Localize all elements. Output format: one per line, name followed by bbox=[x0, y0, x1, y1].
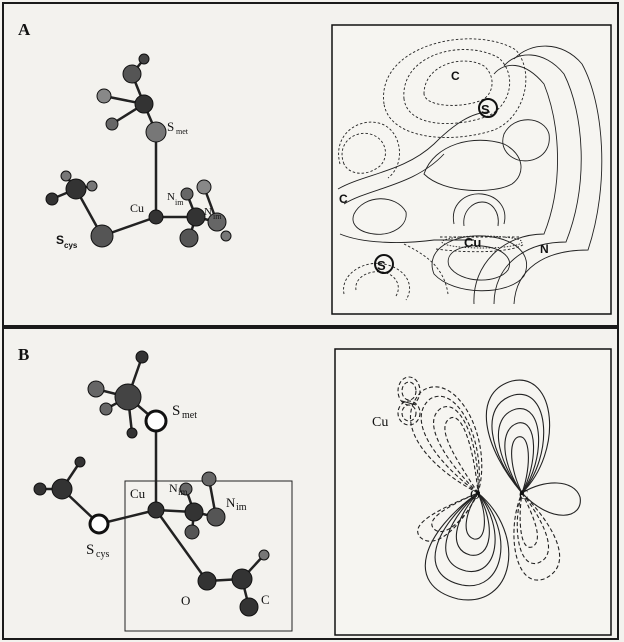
atoms-a bbox=[45, 53, 232, 248]
n-im-1-sub-a: im bbox=[175, 198, 184, 207]
contour-b-c: C bbox=[519, 488, 528, 503]
s-met-sub-a: met bbox=[176, 127, 189, 136]
n-im-1-label-b: N bbox=[169, 481, 178, 495]
panel-b-drawing: S met Cu N im N im S cys O C bbox=[33, 348, 612, 636]
atoms-b bbox=[33, 350, 270, 617]
contour-a-cu: Cu bbox=[464, 235, 481, 250]
s-cys-sub-a: cys bbox=[64, 241, 78, 250]
contour-a-s-top: S bbox=[481, 102, 490, 117]
panel-a-drawing: S met Cu N im N im S cys bbox=[45, 24, 612, 315]
s-cys-sub-b: cys bbox=[96, 549, 109, 560]
s-cys-label-a: S bbox=[56, 233, 64, 247]
panel-b: B bbox=[2, 327, 619, 640]
n-im-2-label-b: N bbox=[226, 495, 236, 510]
n-im-1-label-a: N bbox=[167, 191, 175, 203]
s-met-label-b: S bbox=[172, 403, 180, 419]
s-met-label-a: S bbox=[167, 119, 174, 134]
contour-map-a: C S C Cu S N bbox=[331, 24, 612, 315]
s-met-sub-b: met bbox=[182, 410, 197, 421]
contour-a-c-left: C bbox=[339, 192, 348, 206]
cu-label-b: Cu bbox=[130, 486, 146, 501]
o-label-b: O bbox=[181, 593, 190, 608]
n-im-1-sub-b: im bbox=[178, 487, 188, 497]
panel-a-letter: A bbox=[18, 20, 31, 39]
c-label-b: C bbox=[261, 592, 270, 607]
contour-a-n: N bbox=[540, 242, 549, 256]
n-im-2-sub-a: im bbox=[213, 212, 222, 221]
contour-map-b: Cu O C bbox=[334, 348, 612, 636]
contour-a-s-bottom: S bbox=[377, 258, 386, 273]
molecule-b bbox=[40, 356, 265, 608]
contour-b-o: O bbox=[470, 488, 480, 503]
s-cys-label-b: S bbox=[86, 542, 94, 558]
panel-b-letter: B bbox=[18, 345, 30, 364]
n-im-2-sub-b: im bbox=[236, 502, 247, 513]
contour-a-c-top: C bbox=[451, 69, 460, 83]
contour-b-cu: Cu bbox=[372, 415, 388, 430]
n-im-2-label-a: N bbox=[204, 206, 212, 218]
panel-a: A bbox=[2, 2, 619, 327]
cu-label-a: Cu bbox=[130, 201, 144, 215]
